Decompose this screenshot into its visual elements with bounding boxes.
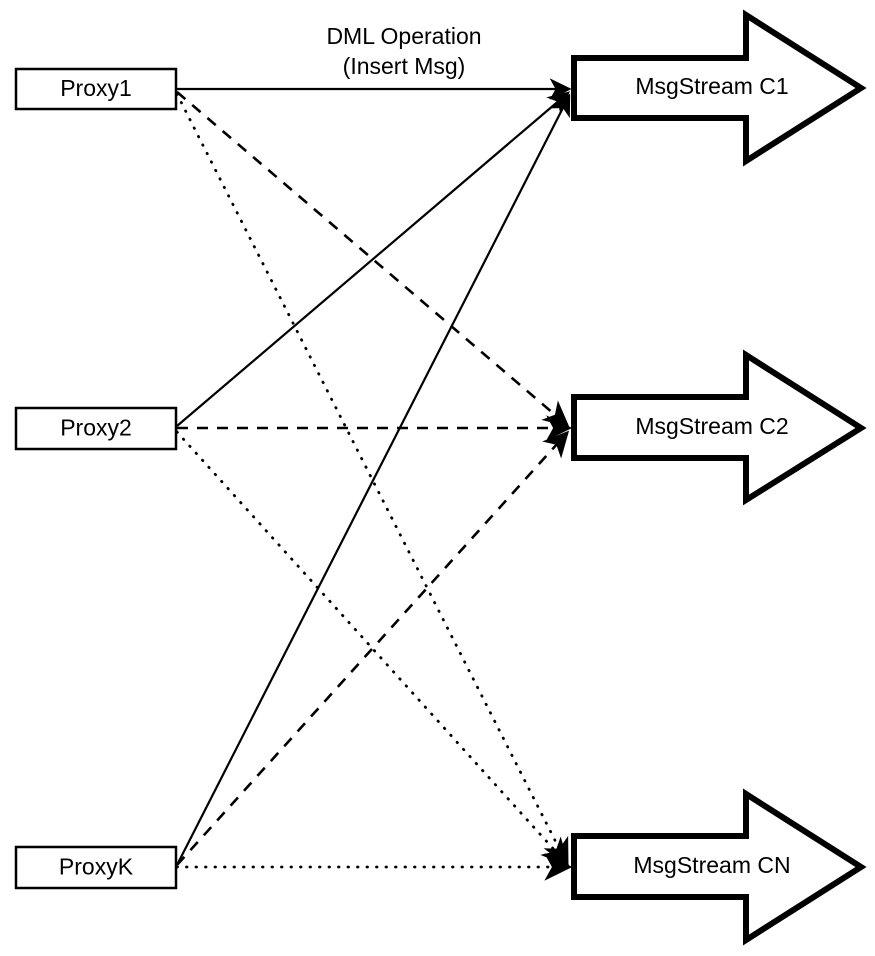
- connection-p2-c1: [176, 91, 571, 427]
- stream-label: MsgStream C1: [635, 73, 788, 99]
- edge-caption-line-2: (Insert Msg): [343, 53, 466, 79]
- proxy-node-proxy2[interactable]: Proxy2: [14, 406, 178, 451]
- stream-arrow-shape: [571, 9, 867, 167]
- edge-caption: DML Operation (Insert Msg): [326, 23, 481, 79]
- stream-arrow-shape: [571, 349, 867, 506]
- connection-p2-cn: [175, 430, 570, 867]
- stream-node-stream_cn[interactable]: MsgStream CN: [571, 788, 867, 946]
- stream-label: MsgStream CN: [633, 852, 790, 878]
- connection-pk-c1: [176, 93, 571, 866]
- stream-node-stream_c2[interactable]: MsgStream C2: [571, 349, 867, 506]
- connection-pk-c2: [176, 430, 570, 866]
- proxy-box-shape: [14, 406, 178, 451]
- proxy-label: Proxy1: [60, 75, 132, 101]
- proxy-node-proxyk[interactable]: ProxyK: [14, 845, 178, 890]
- stream-node-stream_c1[interactable]: MsgStream C1: [571, 9, 867, 167]
- proxy-box-shape: [14, 67, 178, 111]
- proxy-label: ProxyK: [59, 854, 134, 880]
- connection-p1-c2: [176, 91, 570, 428]
- streams-layer: MsgStream C1 MsgStream C2 MsgStream CN: [571, 9, 867, 946]
- stream-label: MsgStream C2: [635, 413, 788, 439]
- proxy-label: Proxy2: [60, 415, 132, 441]
- stream-arrow-shape: [571, 788, 867, 946]
- connections-layer: [175, 78, 573, 881]
- connection-p1-cn: [175, 92, 569, 867]
- proxy-box-shape: [14, 845, 178, 890]
- proxy-node-proxy1[interactable]: Proxy1: [14, 67, 178, 111]
- edge-caption-line-1: DML Operation: [326, 23, 481, 49]
